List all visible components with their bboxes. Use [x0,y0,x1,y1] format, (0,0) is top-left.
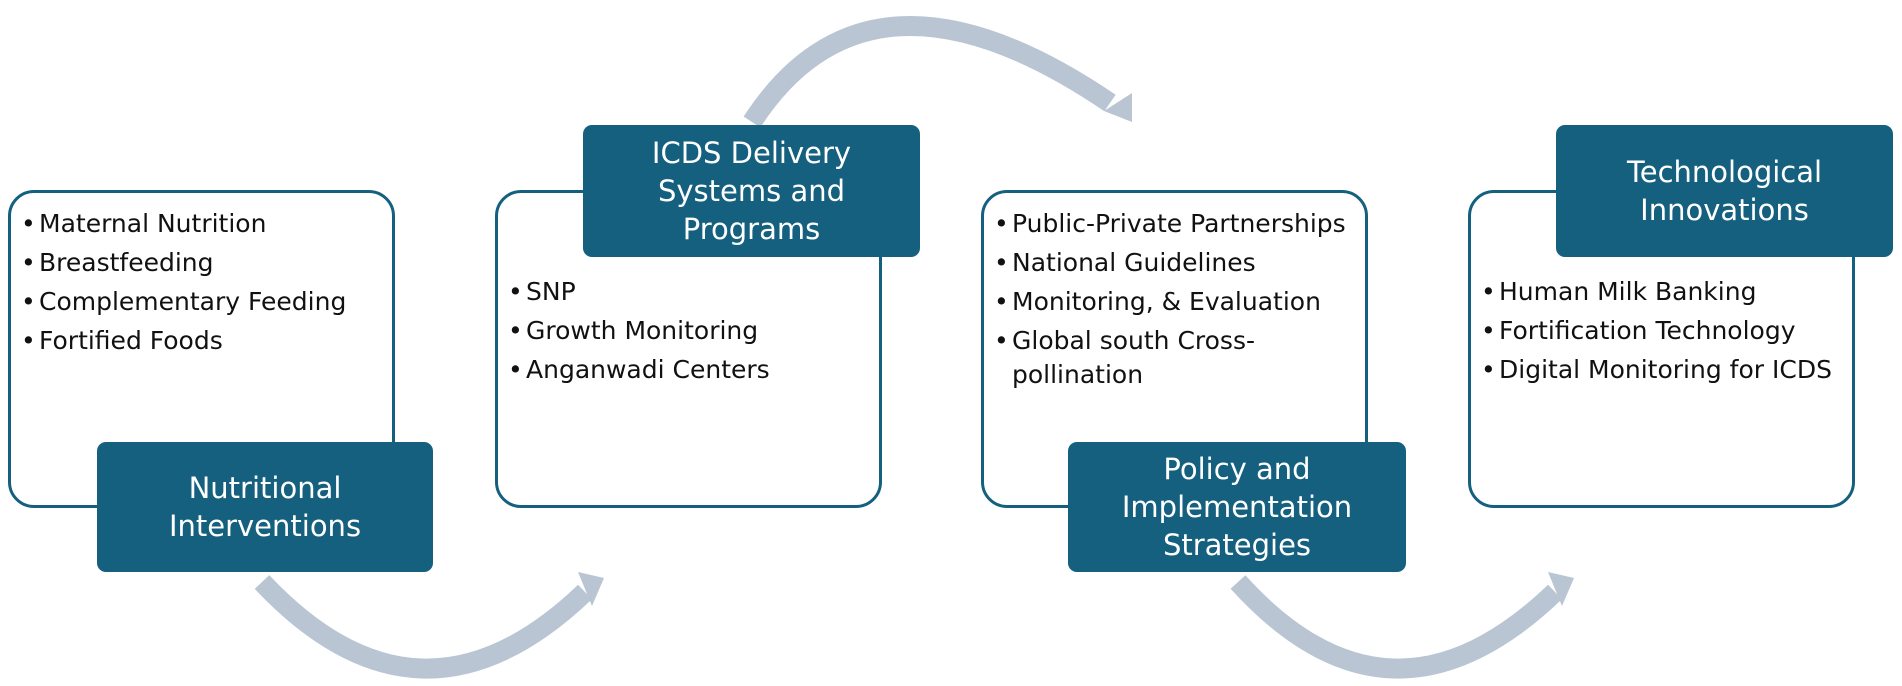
technological-innovations-title: Technological Innovations [1556,125,1893,257]
flow-arrow-2-to-3 [743,16,1116,128]
list-item: Growth Monitoring [508,314,869,348]
list-item: National Guidelines [994,246,1355,280]
flow-arrow-3-to-4 [1230,575,1562,679]
list-item: Breastfeeding [21,246,382,280]
list-item: Public-Private Partnerships [994,207,1355,241]
list-item: Fortification Technology [1481,314,1842,348]
policy-implementation-title: Policy and Implementation Strategies [1068,442,1406,572]
nutritional-interventions-title: Nutritional Interventions [97,442,433,572]
list-item: Maternal Nutrition [21,207,382,241]
list-item: Global south Cross-pollination [994,324,1355,392]
policy-implementation-list: Public-Private Partnerships National Gui… [994,207,1355,397]
list-item: Fortified Foods [21,324,382,358]
arrowhead-2 [1104,93,1132,122]
list-item: Human Milk Banking [1481,275,1842,309]
icds-delivery-title: ICDS Delivery Systems and Programs [583,125,920,257]
arrowhead-3 [1548,572,1574,606]
list-item: Anganwadi Centers [508,353,869,387]
technological-innovations-list: Human Milk Banking Fortification Technol… [1481,275,1842,392]
nutritional-interventions-list: Maternal Nutrition Breastfeeding Complem… [21,207,382,363]
list-item: Digital Monitoring for ICDS [1481,353,1842,387]
list-item: SNP [508,275,869,309]
arrowhead-1 [578,572,604,606]
list-item: Complementary Feeding [21,285,382,319]
icds-delivery-list: SNP Growth Monitoring Anganwadi Centers [508,275,869,392]
list-item: Monitoring, & Evaluation [994,285,1355,319]
flow-arrow-1-to-2 [254,575,592,679]
